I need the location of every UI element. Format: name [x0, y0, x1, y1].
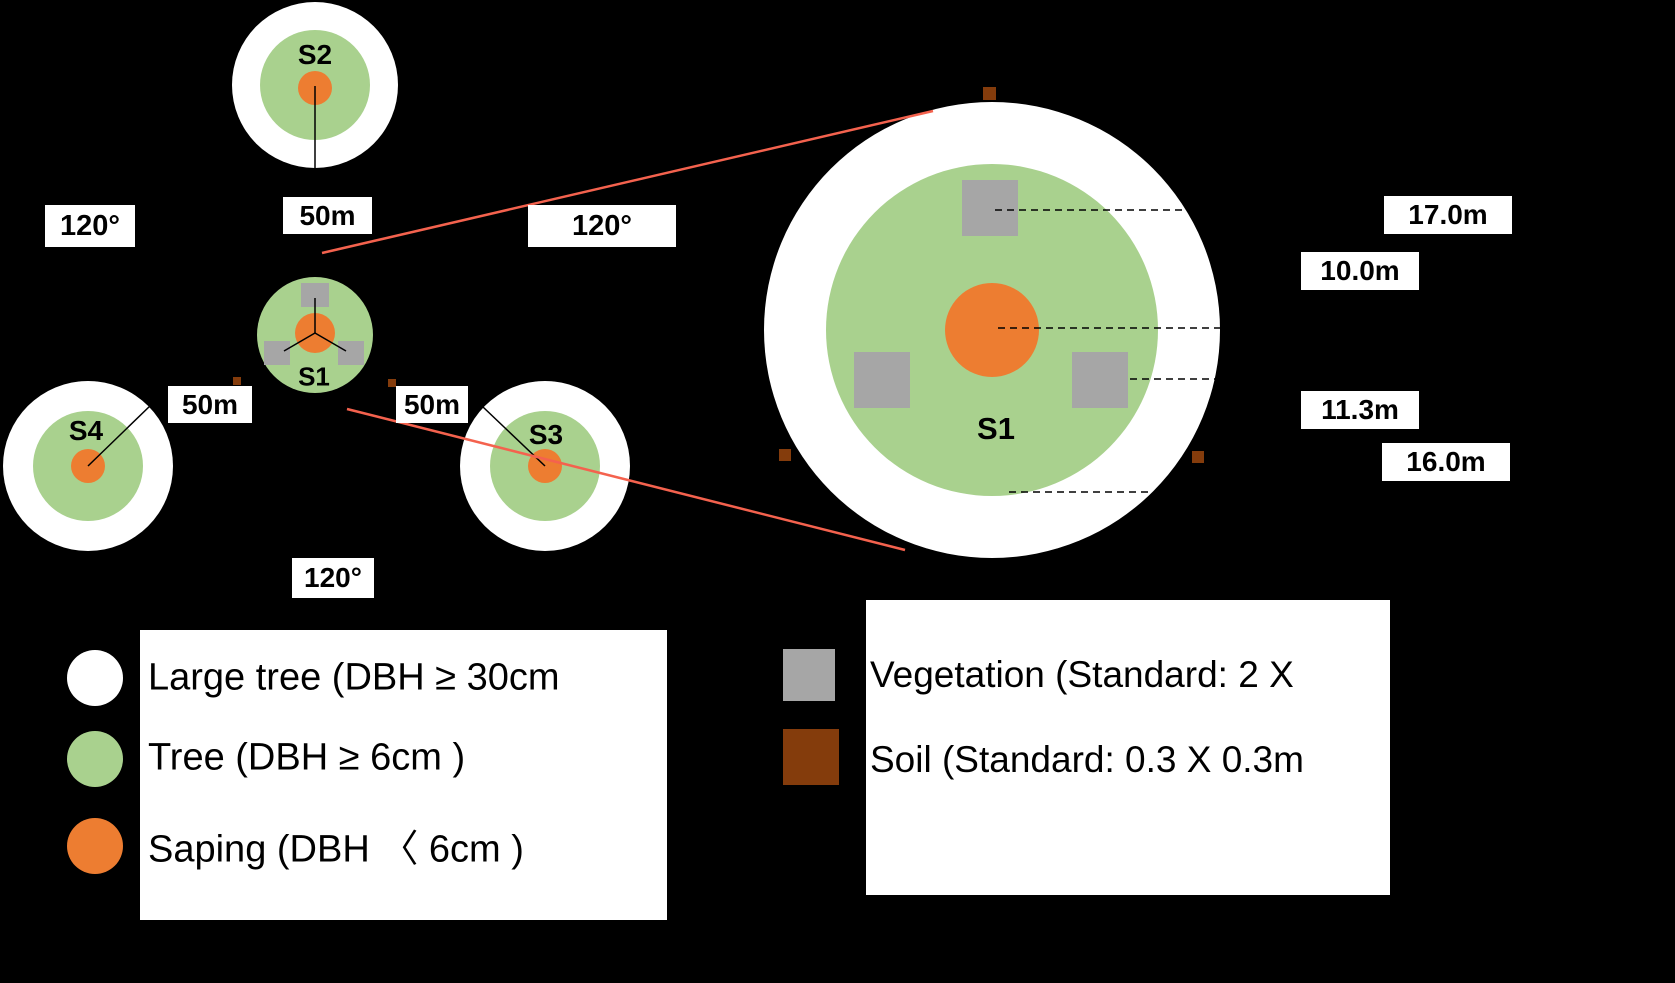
legend-large-tree-swatch [67, 650, 123, 706]
plot-s1-sapling-dot [295, 313, 335, 353]
distance-label-s2: 50m [283, 197, 372, 234]
plot-s1-zoomed-vegetation-square-top [962, 180, 1018, 236]
plot-s4-sapling-dot [71, 449, 105, 483]
legend-soil-label: Soil (Standard: 0.3 X 0.3m [870, 739, 1304, 780]
plot-s1-vegetation-square-left [264, 341, 290, 365]
plot-s3-label: S3 [528, 419, 564, 450]
legend-right-box: Vegetation (Standard: 2 X Soil (Standard… [866, 600, 1390, 895]
legend-tree-label: Tree (DBH ≥ 6cm ) [148, 736, 466, 779]
angle-label-bottom: 120° [292, 558, 374, 598]
soil-sample-square-left [779, 449, 791, 461]
plot-s1-vegetation-square-right [338, 341, 364, 365]
soil-sample-square-s1-left [233, 377, 241, 385]
plot-s1-zoomed-vegetation-square-right [1072, 352, 1128, 408]
soil-sample-square-s1-right [388, 379, 396, 387]
plot-s4-label: S4 [68, 415, 104, 446]
plot-s1-zoomed-vegetation-square-left [854, 352, 910, 408]
plot-s1-label: S1 [298, 361, 330, 392]
plot-s3-sapling-dot [528, 449, 562, 483]
legend-vegetation-label: Vegetation (Standard: 2 X [870, 654, 1294, 695]
plot-s2-sapling-dot [298, 71, 332, 105]
legend-sapling-label: Saping (DBH 〈 6cm ) [148, 828, 524, 871]
measurement-label-10m: 10.0m [1301, 252, 1419, 290]
plot-s2-label: S2 [297, 39, 333, 70]
legend-large-tree-label: Large tree (DBH ≥ 30cm [148, 656, 560, 699]
distance-label-s3: 50m [396, 386, 468, 423]
legend-soil-swatch [783, 729, 839, 785]
plot-s1-vegetation-square-top [301, 283, 329, 307]
distance-label-s4: 50m [168, 386, 252, 423]
legend-left-box: Large tree (DBH ≥ 30cm Tree (DBH ≥ 6cm )… [140, 630, 667, 920]
legend-vegetation-swatch [783, 649, 835, 701]
legend-tree-swatch [67, 731, 123, 787]
soil-sample-square-right [1192, 451, 1204, 463]
plot-s1-zoomed-sapling-circle [945, 283, 1039, 377]
measurement-label-17m: 17.0m [1384, 196, 1512, 234]
angle-label-top-mid: 120° [528, 205, 676, 247]
soil-sample-square-top [983, 87, 996, 100]
measurement-label-11m: 11.3m [1301, 391, 1419, 429]
plot-s1-zoomed-label: S1 [977, 411, 1015, 446]
angle-label-top-left: 120° [45, 205, 135, 247]
legend-sapling-swatch [67, 818, 123, 874]
measurement-label-16m: 16.0m [1382, 443, 1510, 481]
